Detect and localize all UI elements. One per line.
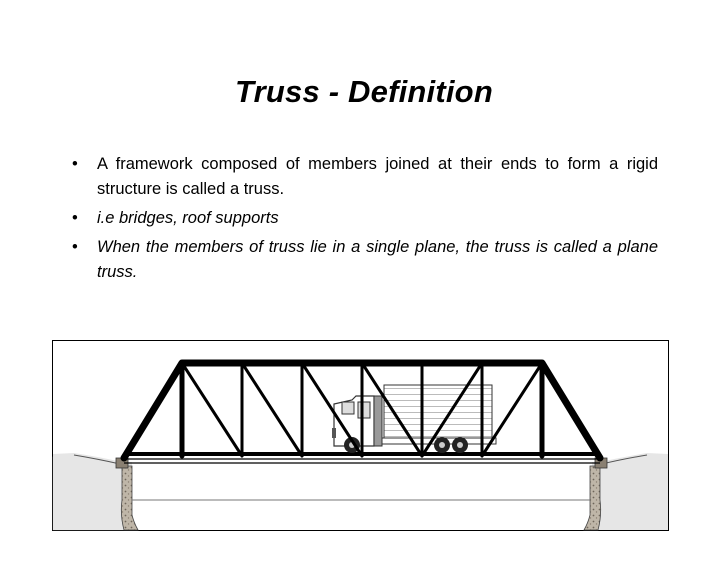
bullet-text: A framework composed of members joined a… — [97, 155, 658, 198]
bullet-text: When the members of truss lie in a singl… — [97, 238, 658, 281]
slide-title: Truss - Definition — [235, 74, 493, 109]
bullet-dot: • — [72, 209, 78, 227]
bullet-list: • A framework composed of members joined… — [72, 152, 658, 289]
bullet-text: i.e bridges, roof supports — [97, 209, 279, 227]
bullet-item: • A framework composed of members joined… — [72, 152, 658, 202]
bullet-item: • When the members of truss lie in a sin… — [72, 235, 658, 285]
bullet-dot: • — [72, 238, 78, 256]
truss-bridge-figure — [52, 340, 669, 531]
bullet-dot: • — [72, 155, 78, 173]
bullet-item: • i.e bridges, roof supports — [72, 206, 658, 231]
truss-structure — [120, 359, 604, 462]
ground-banks — [52, 453, 668, 531]
